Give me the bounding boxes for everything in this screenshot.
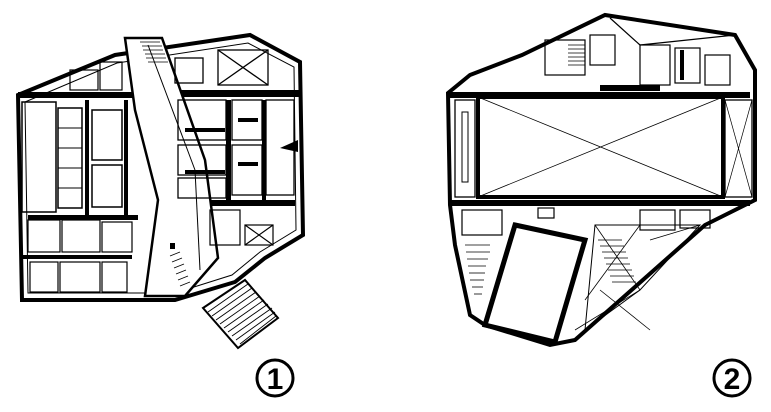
plan-2-stair xyxy=(568,44,585,66)
plan-2-side-panel xyxy=(454,99,476,198)
plan-1-room xyxy=(69,69,99,91)
plan-2-wall xyxy=(450,200,750,206)
plan-2-main-hall xyxy=(476,95,725,199)
plan-1-ramp-edge xyxy=(194,169,201,271)
plan-2-column xyxy=(680,50,684,80)
plan-1-wall xyxy=(226,100,231,200)
plan-1-wedge xyxy=(280,140,298,152)
plan-2-side-panel-inner xyxy=(461,111,469,183)
plan-2-stair xyxy=(598,239,636,283)
plan-1-room xyxy=(99,61,123,91)
plan-1-ramp xyxy=(123,36,220,298)
plan-1-number: 1 xyxy=(267,363,284,396)
plan-1-stair xyxy=(169,251,191,287)
plan-1-wall xyxy=(170,90,300,97)
floor-plan-2 xyxy=(445,12,757,348)
plan-1-column xyxy=(170,243,175,249)
plan-2-number-label: 2 xyxy=(712,358,752,398)
plan-2-wall xyxy=(600,85,660,91)
plan-2-right-panel xyxy=(724,99,753,198)
plan-1-wall xyxy=(28,215,138,220)
plan-2-stair xyxy=(465,244,490,295)
plan-1-number-label: 1 xyxy=(255,358,295,398)
plan-1-room-stack xyxy=(57,107,83,209)
plan-2-lower-right xyxy=(574,224,702,332)
plan-1-lower-rooms xyxy=(209,209,274,246)
floor-plan-1 xyxy=(15,32,306,350)
plan-1-ramp-edge xyxy=(147,44,196,171)
plan-1-wall xyxy=(262,100,266,200)
plan-1-inner-outline xyxy=(24,42,297,294)
plan-1-wall xyxy=(205,200,295,206)
plan-1-core xyxy=(91,164,123,208)
plan-1-lower-left xyxy=(27,219,133,293)
plan-1-wall xyxy=(124,100,128,215)
plan-2-top-rooms xyxy=(544,17,736,86)
plan-1-service xyxy=(174,49,269,86)
plan-1-wall xyxy=(85,100,89,215)
plan-2-lower-block xyxy=(481,222,589,345)
plan-2-bottom-rooms xyxy=(461,207,711,236)
plan-2-number: 2 xyxy=(724,363,741,396)
plan-2-wall xyxy=(450,92,750,98)
plan-1-wall xyxy=(18,92,136,98)
plan-1-hall xyxy=(21,101,57,213)
plan-1-outline xyxy=(15,32,306,302)
plan-1-wall xyxy=(22,255,132,259)
plan-1-stair xyxy=(140,41,168,63)
plan-1-exterior-stair xyxy=(201,278,280,350)
plan-2-outline xyxy=(445,12,757,348)
plan-1-core xyxy=(91,109,123,161)
plan-1-wall-thick xyxy=(185,118,258,174)
